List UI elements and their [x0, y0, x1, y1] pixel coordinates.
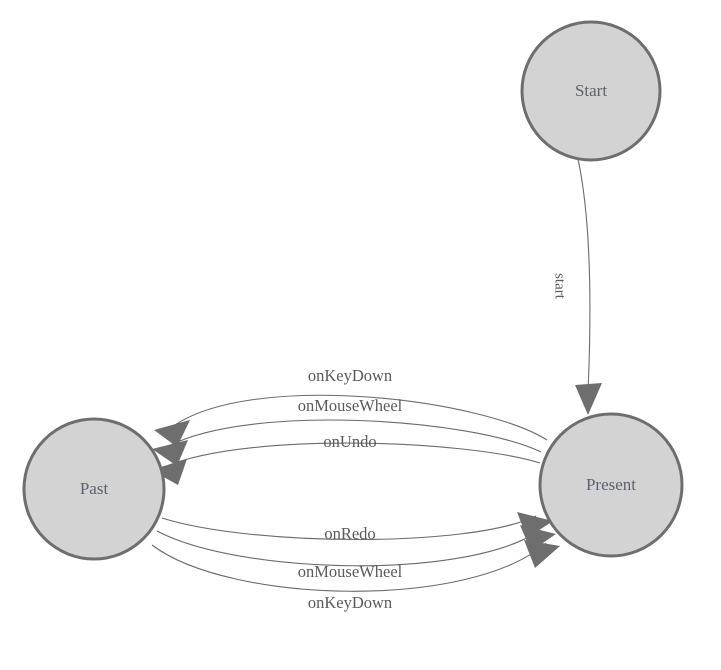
edge-present-to-past-onmousewheel[interactable] — [152, 419, 542, 466]
edge-label-present-to-past-onundo: onUndo — [323, 432, 376, 451]
arrowhead-present-to-past-onmousewheel — [152, 440, 188, 466]
edge-present-to-past-onmousewheel-path — [168, 419, 542, 453]
arrowhead-present-to-past-onundo — [151, 459, 187, 485]
edge-past-to-present-onkeydown-path — [151, 542, 547, 592]
edge-present-to-past-onkeydown-path — [171, 394, 548, 441]
edge-start-to-present[interactable] — [575, 158, 602, 415]
edge-label-present-to-past-onkeydown: onKeyDown — [308, 366, 392, 385]
node-present[interactable]: Present — [538, 412, 684, 558]
node-past[interactable]: Past — [22, 417, 166, 561]
arrowhead-present-to-past-onkeydown — [154, 420, 190, 447]
edge-label-past-to-present-onkeydown: onKeyDown — [308, 593, 392, 612]
node-present-label: Present — [586, 475, 636, 494]
edge-past-to-present-onkeydown[interactable] — [151, 540, 560, 592]
node-past-label: Past — [80, 479, 109, 498]
edge-present-to-past-onkeydown[interactable] — [154, 394, 548, 447]
edge-past-to-present-onmousewheel-path — [156, 529, 541, 567]
arrowhead-past-to-present-onkeydown — [524, 540, 560, 568]
edge-label-past-to-present-onredo: onRedo — [324, 524, 375, 543]
node-present-circle[interactable] — [538, 412, 684, 558]
node-start-label: Start — [575, 81, 607, 100]
edge-label-start: start — [552, 273, 568, 300]
node-past-circle[interactable] — [22, 417, 166, 561]
arrowhead-start-to-present — [575, 383, 602, 415]
edge-present-to-past-onundo-path — [166, 442, 541, 467]
edge-label-present-to-past-onmousewheel: onMouseWheel — [298, 396, 403, 415]
node-start-circle[interactable] — [520, 20, 662, 162]
node-start[interactable]: Start — [520, 20, 662, 162]
edge-start-to-present-path — [577, 158, 591, 393]
edge-past-to-present-onredo-path — [161, 515, 537, 541]
edge-present-to-past-onundo[interactable] — [151, 442, 541, 485]
edge-label-past-to-present-onmousewheel: onMouseWheel — [298, 562, 403, 581]
